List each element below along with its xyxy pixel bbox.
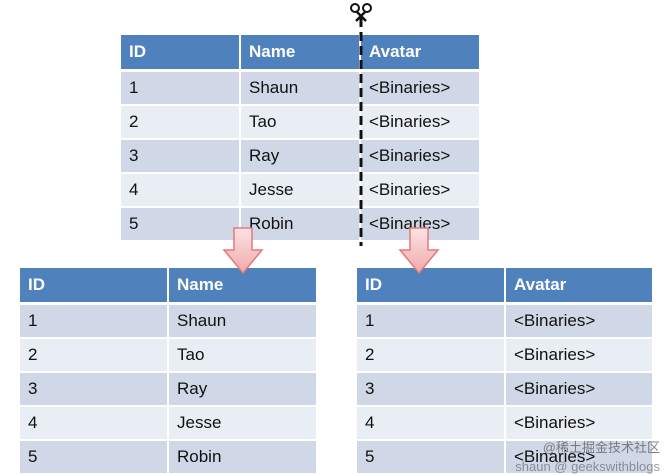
table-cell: <Binaries> <box>505 303 652 339</box>
table-row: 3 Ray <box>20 372 316 407</box>
table-row: 4 <Binaries> <box>357 406 652 441</box>
column-header: Avatar <box>505 268 652 305</box>
table-row: 5 Robin <Binaries> <box>121 207 479 242</box>
scissors-icon <box>350 3 372 22</box>
avatar-table: ID Avatar 1 <Binaries> 2 <Binaries> 3 <B… <box>357 268 652 475</box>
table-cell: Jesse <box>168 406 316 441</box>
down-arrow-icon <box>398 227 440 275</box>
table-cell: 5 <box>357 440 506 475</box>
table-cell: Tao <box>168 338 316 373</box>
table-cell: Shaun <box>168 303 316 339</box>
table-header-row: ID Avatar <box>357 268 652 305</box>
table-cell: Ray <box>168 372 316 407</box>
table-cell: 4 <box>357 406 506 441</box>
table-cell: <Binaries> <box>360 105 479 140</box>
table-row: 5 Robin <box>20 440 316 475</box>
table-cell: <Binaries> <box>505 338 652 373</box>
table-row: 4 Jesse <Binaries> <box>121 173 479 208</box>
table-row: 1 Shaun <Binaries> <box>121 70 479 106</box>
table-cell: 1 <box>357 303 506 339</box>
table-cell: 1 <box>121 70 241 106</box>
table-cell: 2 <box>20 338 169 373</box>
table-cell: 3 <box>357 372 506 407</box>
table-cell: <Binaries> <box>360 207 479 242</box>
table-row: 3 Ray <Binaries> <box>121 139 479 174</box>
column-header: Name <box>240 35 361 72</box>
down-arrow-icon <box>222 227 264 275</box>
column-header: ID <box>357 268 506 305</box>
watermark: @稀土掘金技术社区 <box>542 440 660 455</box>
table-row: 2 <Binaries> <box>357 338 652 373</box>
table-cell: Robin <box>168 440 316 475</box>
table-cell: <Binaries> <box>360 139 479 174</box>
column-header: ID <box>121 35 241 72</box>
table-cell: Tao <box>240 105 361 140</box>
table-row: 3 <Binaries> <box>357 372 652 407</box>
table-cell: 3 <box>121 139 241 174</box>
table-cell: 2 <box>121 105 241 140</box>
table-cell: 5 <box>20 440 169 475</box>
table-cell: Ray <box>240 139 361 174</box>
table-cell: <Binaries> <box>360 70 479 106</box>
source-table: ID Name Avatar 1 Shaun <Binaries> 2 Tao … <box>121 35 479 242</box>
table-cell: Jesse <box>240 173 361 208</box>
table-cell: 3 <box>20 372 169 407</box>
column-header: Avatar <box>360 35 479 72</box>
table-cell: 2 <box>357 338 506 373</box>
table-cell: 5 <box>121 207 241 242</box>
table-row: 4 Jesse <box>20 406 316 441</box>
table-row: 1 <Binaries> <box>357 303 652 339</box>
table-header-row: ID Name Avatar <box>121 35 479 72</box>
table-cell: <Binaries> <box>505 406 652 441</box>
table-row: 2 Tao <Binaries> <box>121 105 479 140</box>
table-row: 5 <Binaries> <box>357 440 652 475</box>
table-row: 2 Tao <box>20 338 316 373</box>
table-cell: 4 <box>20 406 169 441</box>
column-header: Name <box>168 268 316 305</box>
table-cell: <Binaries> <box>360 173 479 208</box>
watermark-secondary: shaun @ geekswithblogs <box>515 459 660 474</box>
table-cell: Robin <box>240 207 361 242</box>
table-cell: <Binaries> <box>505 440 652 475</box>
table-cell: Shaun <box>240 70 361 106</box>
table-cell: 4 <box>121 173 241 208</box>
table-cell: <Binaries> <box>505 372 652 407</box>
name-table: ID Name 1 Shaun 2 Tao 3 Ray 4 Jesse 5 Ro… <box>20 268 316 475</box>
column-header: ID <box>20 268 169 305</box>
table-cell: 1 <box>20 303 169 339</box>
table-header-row: ID Name <box>20 268 316 305</box>
table-row: 1 Shaun <box>20 303 316 339</box>
